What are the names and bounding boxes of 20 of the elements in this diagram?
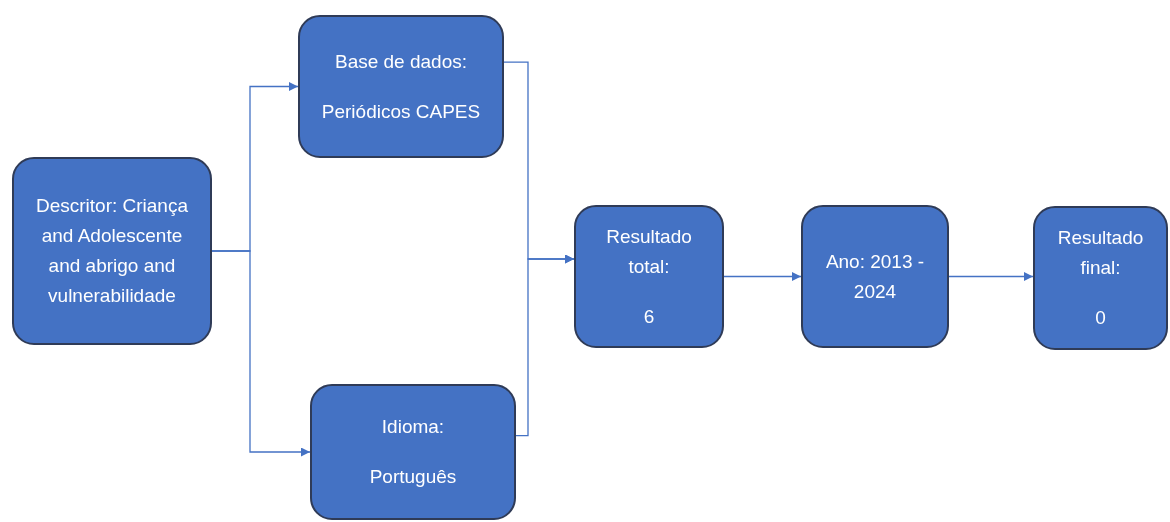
process-box xyxy=(310,384,516,520)
process-box xyxy=(298,15,504,158)
arrow xyxy=(948,272,1034,281)
arrow xyxy=(515,254,575,437)
box-text: Descritor: Criança and Adolescente and abrigo and vulnerabilidade xyxy=(34,194,189,308)
arrow xyxy=(723,272,802,281)
box-text: Resultado final: xyxy=(1056,226,1145,280)
arrow xyxy=(211,250,311,457)
box-text: 0 xyxy=(1095,306,1106,330)
box-text: Resultado total: xyxy=(605,224,693,279)
box-text: Idioma: xyxy=(381,415,445,439)
process-box xyxy=(1033,206,1168,350)
box-text: Ano: 2013 - 2024 xyxy=(824,249,926,304)
process-box xyxy=(574,205,724,348)
box-text: Periódicos CAPES xyxy=(321,99,481,124)
box-text: Português xyxy=(369,465,457,489)
process-box xyxy=(801,205,949,348)
process-box xyxy=(12,157,212,345)
box-text: Base de dados: xyxy=(334,49,467,74)
box-text: 6 xyxy=(643,304,655,329)
